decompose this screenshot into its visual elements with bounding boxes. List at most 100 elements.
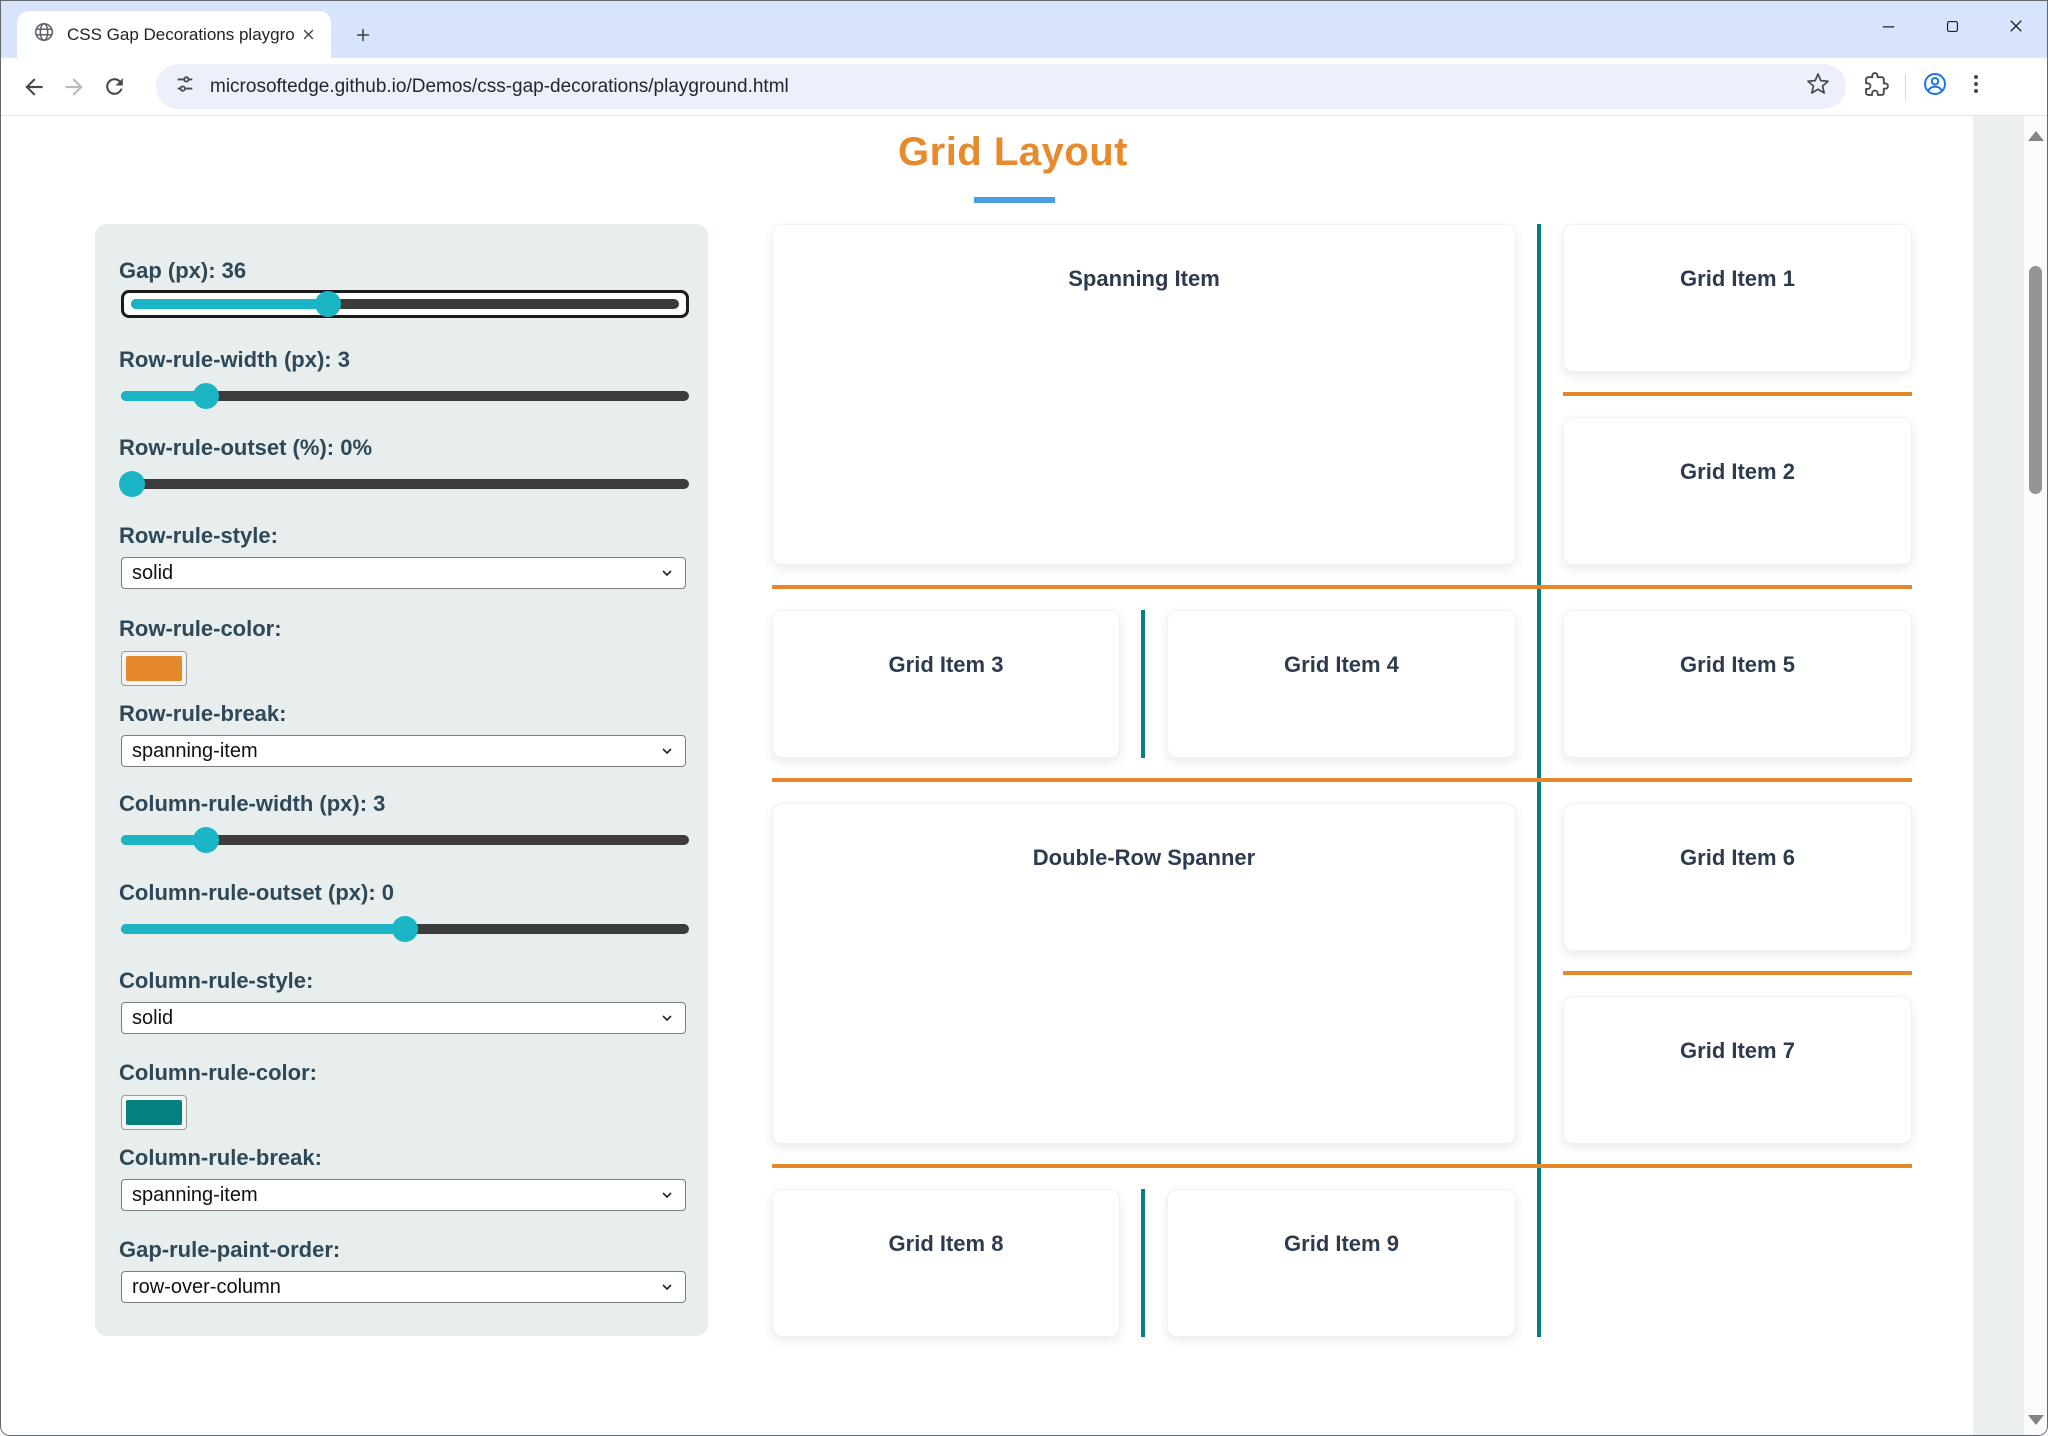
row-rule-break-select[interactable]: spanning-item bbox=[121, 735, 686, 767]
minimize-icon[interactable] bbox=[1871, 9, 1905, 43]
grid-card: Grid Item 1 bbox=[1563, 224, 1912, 372]
controls-panel: Gap (px): 36 Row-rule-width (px): 3 Row-… bbox=[95, 224, 708, 1336]
grid-card: Grid Item 8 bbox=[772, 1189, 1120, 1337]
row-rule-style-control: Row-rule-style: solid bbox=[119, 522, 691, 589]
column-rule-color-control: Column-rule-color: bbox=[119, 1059, 691, 1130]
scroll-down-icon[interactable] bbox=[2028, 1415, 2044, 1425]
url-bar[interactable]: microsoftedge.github.io/Demos/css-gap-de… bbox=[156, 64, 1846, 109]
column-rule-style-select[interactable]: solid bbox=[121, 1002, 686, 1034]
row-rule-style-select[interactable]: solid bbox=[121, 557, 686, 589]
scroll-up-icon[interactable] bbox=[2028, 131, 2044, 141]
browser-tab[interactable]: CSS Gap Decorations playgroun bbox=[17, 11, 331, 58]
color-swatch bbox=[126, 1100, 182, 1125]
gap-slider[interactable] bbox=[131, 291, 679, 317]
row-rule bbox=[1563, 392, 1912, 396]
reload-icon[interactable] bbox=[94, 67, 134, 107]
tab-close-icon[interactable] bbox=[295, 22, 321, 48]
extensions-icon[interactable] bbox=[1864, 71, 1889, 102]
card-label: Spanning Item bbox=[1068, 266, 1220, 291]
tab-strip: CSS Gap Decorations playgroun bbox=[1, 1, 2047, 58]
url-text: microsoftedge.github.io/Demos/css-gap-de… bbox=[210, 75, 789, 97]
row-rule bbox=[772, 778, 1912, 782]
close-icon[interactable] bbox=[1999, 9, 2033, 43]
chevron-down-icon bbox=[659, 1187, 675, 1203]
slider-thumb[interactable] bbox=[392, 916, 418, 942]
browser-toolbar: microsoftedge.github.io/Demos/css-gap-de… bbox=[1, 58, 2047, 116]
row-rule-break-control: Row-rule-break: spanning-item bbox=[119, 700, 691, 767]
row-rule bbox=[1563, 971, 1912, 975]
column-rule-width-control: Column-rule-width (px): 3 bbox=[119, 790, 691, 853]
grid-card: Spanning Item bbox=[772, 224, 1516, 565]
tab-title: CSS Gap Decorations playgroun bbox=[67, 24, 295, 44]
slider-thumb[interactable] bbox=[119, 471, 146, 497]
row-rule-outset-label: Row-rule-outset (%): 0% bbox=[119, 435, 372, 460]
grid-card: Grid Item 2 bbox=[1563, 417, 1912, 565]
column-rule-color-picker[interactable] bbox=[121, 1095, 187, 1130]
menu-kebab-icon[interactable] bbox=[1964, 72, 1988, 101]
scrollbar[interactable] bbox=[2024, 116, 2047, 1435]
window-controls bbox=[1871, 9, 2033, 43]
gap-rule-paint-order-select[interactable]: row-over-column bbox=[121, 1271, 686, 1303]
chevron-down-icon bbox=[659, 1010, 675, 1026]
column-rule bbox=[1141, 610, 1145, 758]
scrollbar-thumb[interactable] bbox=[2029, 266, 2042, 494]
card-label: Grid Item 8 bbox=[888, 1231, 1004, 1256]
card-label: Grid Item 2 bbox=[1680, 459, 1795, 484]
chevron-down-icon bbox=[659, 743, 675, 759]
gap-control: Gap (px): 36 bbox=[119, 257, 691, 318]
grid-card: Grid Item 4 bbox=[1167, 610, 1516, 758]
forward-icon[interactable] bbox=[54, 67, 94, 107]
column-rule bbox=[1141, 1189, 1145, 1337]
row-rule bbox=[772, 1164, 1912, 1168]
row-rule-color-label: Row-rule-color: bbox=[119, 616, 282, 641]
site-info-tune-icon[interactable] bbox=[174, 73, 196, 100]
new-tab-button[interactable] bbox=[345, 17, 381, 53]
toolbar-divider bbox=[1905, 73, 1906, 100]
gap-rule-paint-order-control: Gap-rule-paint-order: row-over-column bbox=[119, 1236, 691, 1303]
card-label: Grid Item 6 bbox=[1680, 845, 1795, 870]
column-rule-break-control: Column-rule-break: spanning-item bbox=[119, 1144, 691, 1211]
slider-fill bbox=[131, 299, 329, 309]
row-rule-outset-slider[interactable] bbox=[119, 471, 689, 497]
grid-card: Grid Item 6 bbox=[1563, 803, 1912, 951]
gap-rule-paint-order-label: Gap-rule-paint-order: bbox=[119, 1237, 341, 1262]
slider-thumb[interactable] bbox=[193, 383, 220, 409]
column-rule-outset-slider[interactable] bbox=[121, 916, 689, 942]
card-label: Double-Row Spanner bbox=[1032, 845, 1256, 870]
row-rule-width-control: Row-rule-width (px): 3 bbox=[119, 346, 691, 409]
row-rule-width-slider[interactable] bbox=[121, 383, 689, 409]
grid-demo: Spanning Item Grid Item 1 Grid Item 2 Gr… bbox=[772, 224, 1912, 1337]
slider-thumb[interactable] bbox=[315, 291, 342, 317]
column-rule-break-label: Column-rule-break: bbox=[119, 1145, 322, 1170]
page-gutter bbox=[1973, 116, 2024, 1435]
row-rule-style-label: Row-rule-style: bbox=[119, 523, 278, 548]
column-rule-outset-label: Column-rule-outset (px): 0 bbox=[119, 880, 394, 905]
grid-card: Double-Row Spanner bbox=[772, 803, 1516, 1144]
maximize-icon[interactable] bbox=[1935, 9, 1969, 43]
slider-fill bbox=[121, 924, 405, 934]
grid-card: Grid Item 9 bbox=[1167, 1189, 1516, 1337]
slider-fill bbox=[121, 835, 207, 845]
back-icon[interactable] bbox=[14, 67, 54, 107]
grid-card: Grid Item 7 bbox=[1563, 996, 1912, 1144]
column-rule-color-label: Column-rule-color: bbox=[119, 1060, 317, 1085]
profile-icon[interactable] bbox=[1922, 71, 1948, 102]
chevron-down-icon bbox=[659, 565, 675, 581]
column-rule-style-control: Column-rule-style: solid bbox=[119, 967, 691, 1034]
card-label: Grid Item 5 bbox=[1680, 652, 1795, 677]
column-rule-width-slider[interactable] bbox=[121, 827, 689, 853]
column-rule-style-label: Column-rule-style: bbox=[119, 968, 314, 993]
row-rule-color-picker[interactable] bbox=[121, 651, 187, 686]
column-rule-width-label: Column-rule-width (px): 3 bbox=[119, 791, 386, 816]
row-rule-outset-control: Row-rule-outset (%): 0% bbox=[119, 434, 691, 497]
card-label: Grid Item 3 bbox=[888, 652, 1004, 677]
toolbar-actions bbox=[1864, 71, 1988, 102]
page-title: Grid Layout bbox=[898, 130, 1128, 174]
grid-card: Grid Item 3 bbox=[772, 610, 1120, 758]
slider-thumb[interactable] bbox=[193, 827, 220, 853]
bookmark-star-icon[interactable] bbox=[1806, 72, 1830, 101]
gap-slider-focus-ring bbox=[121, 290, 689, 318]
row-rule-width-label: Row-rule-width (px): 3 bbox=[119, 347, 350, 372]
column-rule-break-select[interactable]: spanning-item bbox=[121, 1179, 686, 1211]
